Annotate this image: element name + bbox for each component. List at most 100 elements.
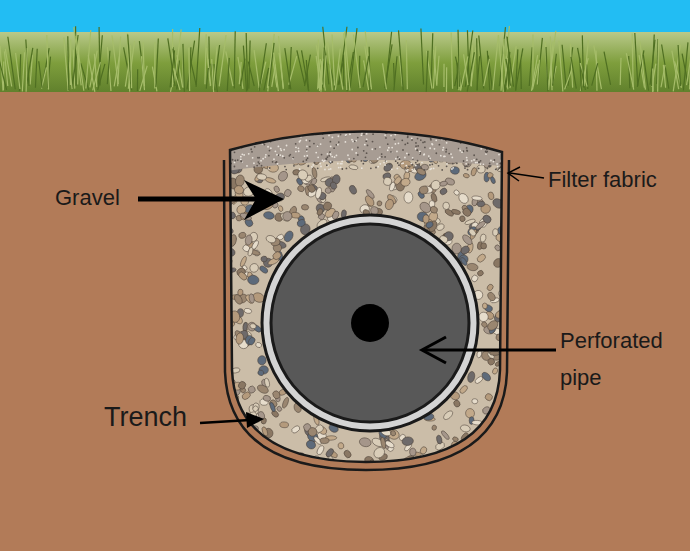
fine-gravel-grain — [360, 134, 362, 136]
grass-blade — [168, 38, 175, 86]
fine-gravel-grain — [478, 161, 480, 163]
fine-gravel-grain — [471, 160, 473, 162]
gravel-pebble — [270, 462, 284, 475]
fine-gravel-grain — [262, 158, 264, 160]
fine-gravel-grain — [282, 155, 284, 157]
fine-gravel-grain — [424, 141, 426, 143]
fine-gravel-grain — [415, 148, 417, 150]
fine-gravel-grain — [404, 130, 406, 132]
grass-blade — [582, 35, 583, 87]
gravel-pebble — [301, 204, 309, 210]
fine-gravel-grain — [330, 168, 332, 170]
fine-gravel-grain — [292, 130, 294, 132]
gravel-pebble — [459, 215, 466, 222]
grass-blade — [297, 50, 305, 84]
fine-gravel-grain — [261, 165, 263, 167]
fine-gravel-grain — [283, 149, 285, 151]
fine-gravel-grain — [355, 152, 357, 154]
gravel-pebble — [281, 210, 294, 223]
fine-gravel-grain — [422, 141, 424, 143]
fine-gravel-grain — [388, 147, 390, 149]
fine-gravel-grain — [352, 141, 354, 143]
fine-gravel-grain — [480, 160, 482, 162]
gravel-pebble — [390, 430, 396, 437]
gravel-pebble — [291, 425, 301, 434]
gravel-pebble — [492, 257, 505, 269]
filter-fabric-outline — [224, 160, 509, 470]
fine-gravel-grain — [246, 165, 248, 167]
leader-line — [138, 197, 268, 202]
fine-gravel-grain — [396, 129, 398, 131]
fine-gravel-grain — [302, 161, 304, 163]
grass-blade — [16, 53, 20, 89]
fine-gravel-grain — [416, 149, 418, 151]
fine-gravel-grain — [327, 127, 329, 129]
gravel-pebble — [480, 234, 487, 243]
gravel-pebble — [306, 183, 316, 194]
gravel-pebble — [337, 442, 344, 450]
gravel-pebble — [495, 422, 506, 432]
grass-blade — [76, 36, 84, 91]
grass-blade — [323, 47, 325, 88]
fine-gravel-grain — [265, 154, 267, 156]
gravel-pebble — [249, 294, 255, 304]
fine-gravel-grain — [304, 132, 306, 134]
gravel-pebble — [296, 218, 306, 227]
fine-gravel-grain — [264, 144, 266, 146]
fine-gravel-grain — [457, 137, 459, 139]
fine-gravel-grain — [331, 161, 333, 163]
fine-gravel-grain — [429, 164, 431, 166]
grass-blade — [174, 68, 180, 90]
grass-blade — [565, 68, 573, 89]
fine-gravel-grain — [449, 129, 451, 131]
fine-gravel-grain — [459, 148, 461, 150]
grass-blade — [661, 65, 665, 87]
gravel-pebble — [468, 228, 477, 238]
gravel-pebble — [470, 274, 479, 283]
grass-blade — [86, 30, 91, 88]
gravel-pebble — [499, 459, 506, 467]
fine-gravel-grain — [248, 140, 250, 142]
fine-gravel-grain — [299, 140, 301, 142]
fine-gravel-grain — [445, 149, 447, 151]
grass-blade — [507, 36, 514, 86]
fine-gravel-grain — [443, 130, 445, 132]
fine-gravel-grain — [395, 143, 397, 145]
gravel-pebble — [419, 185, 429, 195]
arrow-head — [244, 180, 284, 220]
grass-blade — [114, 56, 119, 86]
fine-gravel-grain — [313, 143, 315, 145]
gravel-pebble — [256, 383, 270, 395]
fine-gravel-grain — [486, 151, 488, 153]
fine-gravel-grain — [275, 150, 277, 152]
fine-gravel-grain — [277, 163, 279, 165]
gravel-pebble — [307, 427, 317, 437]
fine-gravel-grain — [341, 168, 343, 170]
fine-gravel-grain — [244, 138, 246, 140]
gravel-pebble — [316, 445, 325, 456]
fine-gravel-grain — [464, 167, 466, 169]
fine-gravel-grain — [276, 154, 278, 156]
fine-gravel-grain — [432, 144, 434, 146]
fine-gravel-grain — [331, 156, 333, 158]
grass-blade — [604, 52, 611, 85]
fine-gravel-grain — [337, 163, 339, 165]
grass-blade — [635, 33, 638, 86]
fine-gravel-grain — [372, 141, 374, 143]
gravel-pebble — [492, 367, 499, 375]
fine-gravel-grain — [357, 137, 359, 139]
fine-gravel-grain — [269, 150, 271, 152]
grass-blade — [385, 32, 391, 90]
gravel-pebble — [257, 369, 265, 376]
fine-gravel-grain — [468, 128, 470, 130]
grass-blade — [219, 35, 226, 86]
fine-gravel-grain — [241, 153, 243, 155]
fine-gravel-grain — [379, 146, 381, 148]
grass-blade — [546, 47, 548, 91]
fine-gravel-grain — [381, 153, 383, 155]
fine-gravel-grain — [279, 154, 281, 156]
gravel-pebble — [472, 196, 483, 201]
fine-gravel-grain — [341, 161, 343, 163]
fine-gravel-grain — [330, 141, 332, 143]
fine-gravel-grain — [364, 144, 366, 146]
